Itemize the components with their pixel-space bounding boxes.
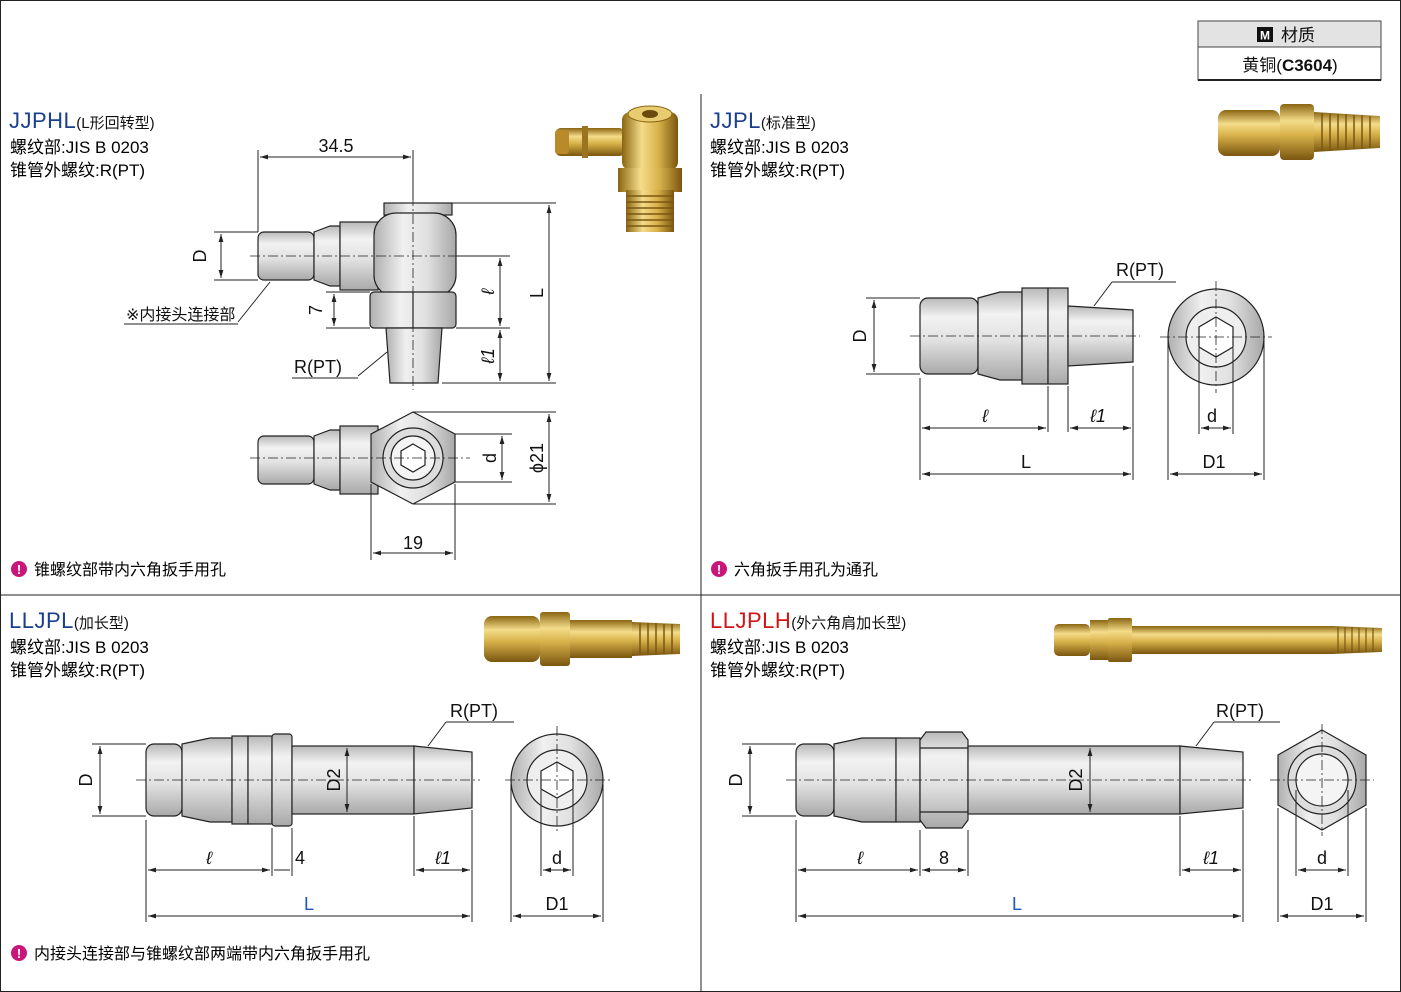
panel-lljpl: LLJPL(加长型) 螺纹部:JIS B 0203 锥管外螺纹:R(PT) <box>9 608 680 963</box>
dim-L: L <box>1012 894 1022 914</box>
dim-34-5: 34.5 <box>318 136 353 156</box>
drawing-end-view <box>1270 724 1374 836</box>
dim-L: L <box>527 288 547 298</box>
taper-spec: 锥管外螺纹:R(PT) <box>710 661 845 680</box>
dim-D: D <box>76 774 96 787</box>
dim-phi21: ϕ21 <box>527 443 547 473</box>
svg-text:!: ! <box>17 946 21 961</box>
product-code: LLJPLH(外六角肩加长型) <box>710 608 906 633</box>
note-text: 六角扳手用孔为通孔 <box>734 560 878 579</box>
note-lljpl: ! 内接头连接部与锥螺纹部两端带内六角扳手用孔 <box>11 944 370 963</box>
product-code: JJPHL(L形回转型) <box>9 108 155 133</box>
dim-d: d <box>1207 406 1217 426</box>
dim-D2: D2 <box>324 768 344 791</box>
dimension-labels-jjpl: R(PT) D ℓ ℓ1 L d D1 <box>850 260 1226 472</box>
dim-l: ℓ <box>205 848 213 868</box>
thread-spec: 螺纹部:JIS B 0203 <box>710 138 849 157</box>
product-photo-jjpl <box>1218 104 1380 160</box>
dim-L: L <box>1021 452 1031 472</box>
thread-spec: 螺纹部:JIS B 0203 <box>710 638 849 657</box>
product-photo-lljplh <box>1054 618 1382 662</box>
panel-lljplh: LLJPLH(外六角肩加长型) 螺纹部:JIS B 0203 锥管外螺纹:R(P… <box>710 608 1382 922</box>
dim-l1: ℓ1 <box>478 348 498 365</box>
dim-19: 19 <box>403 533 423 553</box>
dim-7: 7 <box>306 305 326 315</box>
dim-l1: ℓ1 <box>1089 406 1106 426</box>
note-icon <box>11 561 27 577</box>
panel-jjphl: JJPHL(L形回转型) 螺纹部:JIS B 0203 锥管外螺纹:R(PT) <box>9 105 682 579</box>
label-rpt: R(PT) <box>1216 701 1264 721</box>
drawing-side-view <box>910 287 1140 385</box>
dim-D1: D1 <box>1310 894 1333 914</box>
dim-D: D <box>726 774 746 787</box>
product-code: LLJPL(加长型) <box>9 608 129 633</box>
dimensions-jjphl <box>124 150 556 560</box>
note-text: 内接头连接部与锥螺纹部两端带内六角扳手用孔 <box>34 944 370 963</box>
dim-l: ℓ <box>856 848 864 868</box>
dim-l: ℓ <box>981 406 989 426</box>
product-photo-lljpl <box>484 612 680 666</box>
dim-D: D <box>850 330 870 343</box>
dim-l1: ℓ1 <box>434 848 451 868</box>
product-photo-jjphl <box>555 105 682 232</box>
taper-spec: 锥管外螺纹:R(PT) <box>10 661 145 680</box>
material-table: M 材质 黄铜(C3604) <box>1197 20 1382 81</box>
taper-spec: 锥管外螺纹:R(PT) <box>10 161 145 180</box>
thread-spec: 螺纹部:JIS B 0203 <box>10 138 149 157</box>
drawing-end-view <box>1160 281 1272 393</box>
drawing-end-view <box>505 726 610 834</box>
material-badge <box>1257 27 1273 42</box>
dimensions-lljplh <box>742 721 1367 922</box>
material-header: 材质 <box>1281 26 1315 45</box>
thread-spec: 螺纹部:JIS B 0203 <box>10 638 149 657</box>
note-icon <box>11 945 27 961</box>
svg-text:!: ! <box>717 562 721 577</box>
dim-d: d <box>552 848 562 868</box>
material-value: 黄铜(C3604) <box>1242 56 1337 75</box>
dim-4: 4 <box>295 848 305 868</box>
note-icon <box>711 561 727 577</box>
dimension-labels-lljpl: R(PT) D D2 ℓ 4 ℓ1 L d D1 <box>76 701 569 914</box>
material-badge-letter: M <box>1260 29 1270 43</box>
dimension-labels-jjphl: 34.5 D L ℓ ℓ1 7 ※内接头连接部 R(PT) d ϕ21 19 <box>126 136 547 553</box>
drawing-side-view <box>786 731 1252 829</box>
note-text: 锥螺纹部带内六角扳手用孔 <box>34 560 226 579</box>
dim-d: d <box>480 453 500 463</box>
dim-L: L <box>304 894 314 914</box>
product-code: JJPL(标准型) <box>710 108 816 133</box>
dim-D1: D1 <box>1202 452 1225 472</box>
dim-8: 8 <box>939 848 949 868</box>
callout-connector: ※内接头连接部 <box>126 306 235 324</box>
dim-l1: ℓ1 <box>1202 848 1219 868</box>
svg-text:!: ! <box>17 562 21 577</box>
drawing-side-view <box>250 196 470 390</box>
dim-d: d <box>1317 848 1327 868</box>
dimension-labels-lljplh: R(PT) D D2 ℓ 8 ℓ1 L d D1 <box>726 701 1334 914</box>
taper-spec: 锥管外螺纹:R(PT) <box>710 161 845 180</box>
dim-D: D <box>190 250 210 263</box>
dim-D1: D1 <box>545 894 568 914</box>
label-rpt: R(PT) <box>1116 260 1164 280</box>
dim-l: ℓ <box>478 288 498 296</box>
note-jjphl: ! 锥螺纹部带内六角扳手用孔 <box>11 560 226 579</box>
dimensions-jjpl <box>866 281 1265 480</box>
drawing-top-view <box>250 411 470 505</box>
panel-jjpl: JJPL(标准型) 螺纹部:JIS B 0203 锥管外螺纹:R(PT) <box>710 104 1380 579</box>
label-rpt: R(PT) <box>294 357 342 377</box>
label-rpt: R(PT) <box>450 701 498 721</box>
drawing-side-view <box>136 733 480 827</box>
dimensions-lljpl <box>92 721 604 922</box>
dim-D2: D2 <box>1066 768 1086 791</box>
note-jjpl: ! 六角扳手用孔为通孔 <box>711 560 878 579</box>
